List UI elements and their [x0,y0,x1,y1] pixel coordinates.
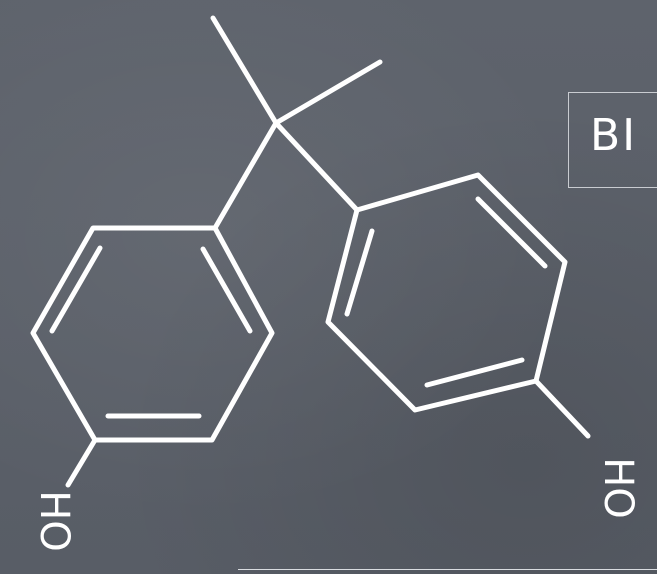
hydroxyl-label-left: HO [31,490,77,552]
bond-to-right-ring [273,120,360,213]
methyl-bond-right [273,59,383,126]
methyl-bond-left [210,15,279,126]
hydroxyl-label-right: HO [595,457,641,519]
left-benzene-ring [30,225,275,443]
right-ring-double-bond-3 [424,357,525,388]
right-ring-double-bond-2 [475,196,548,269]
slide-title: BI [590,110,638,161]
right-ring-double-bond-1 [344,228,375,317]
title-frame [568,92,657,188]
bond-to-left-ring [212,120,279,231]
right-hydroxyl-bond [533,378,591,439]
bottom-frame-edge [238,569,657,570]
left-ring-double-bond-1 [49,245,103,334]
left-ring-double-bond-3 [200,246,253,334]
right-benzene-ring [325,172,568,413]
left-hydroxyl-bond [65,437,98,488]
